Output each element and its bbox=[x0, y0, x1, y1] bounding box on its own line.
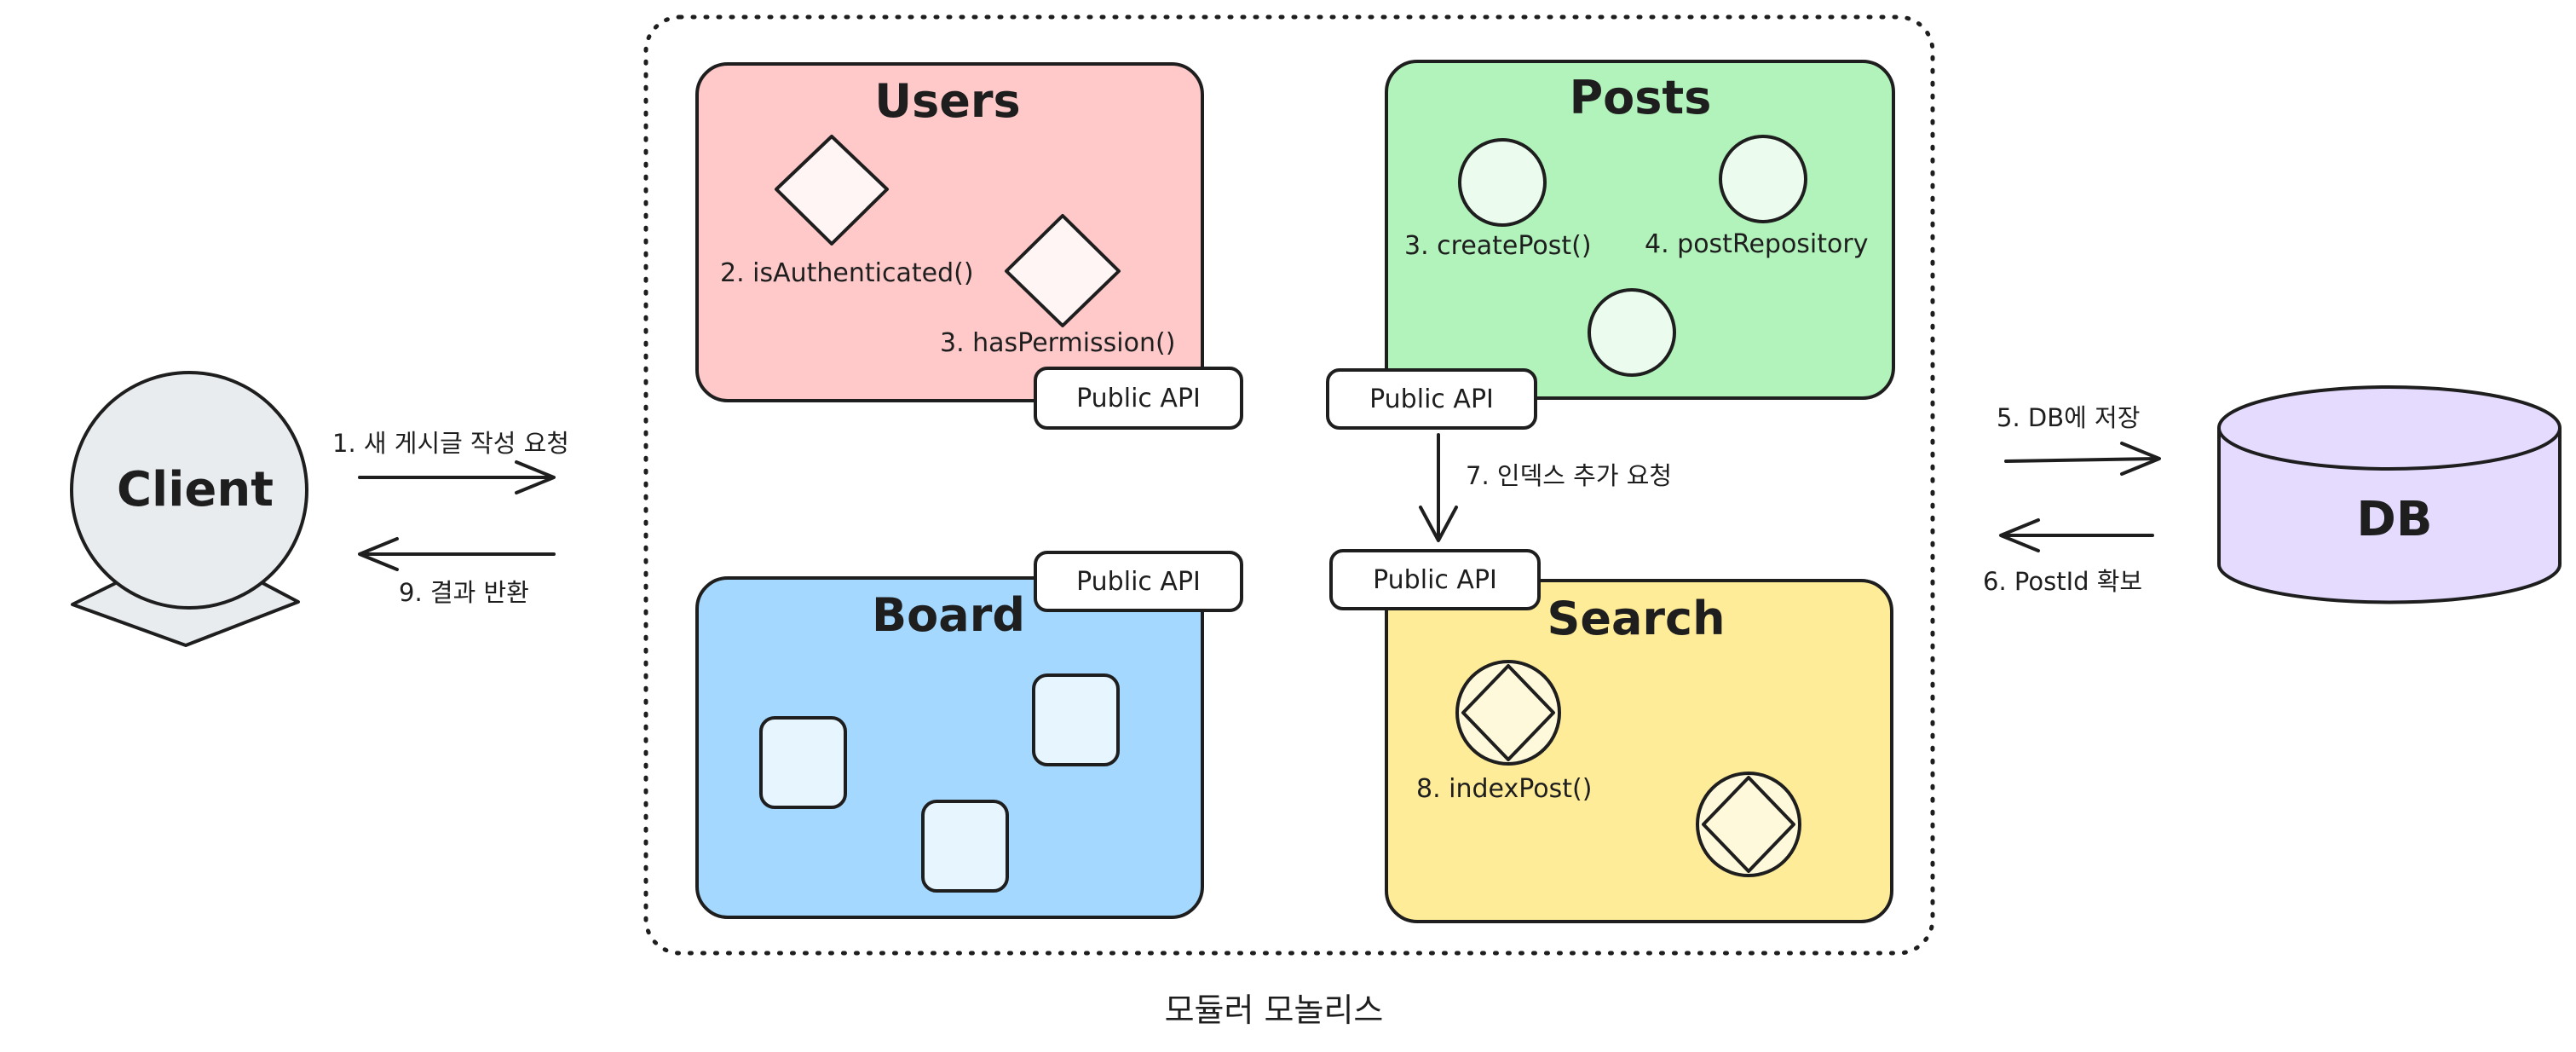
users-is-authenticated-label: 2. isAuthenticated() bbox=[720, 258, 974, 288]
posts-module: Posts 3. createPost() 4. postRepository bbox=[1385, 60, 1895, 400]
users-diamond-shape bbox=[775, 135, 889, 246]
request-message-label: 1. 새 게시글 작성 요청 bbox=[332, 429, 569, 458]
search-module: Search 8. indexPost() bbox=[1385, 579, 1893, 923]
users-diamond-shape bbox=[1005, 214, 1121, 327]
save-message-label: 5. DB에 저장 bbox=[1997, 403, 2140, 432]
users-has-permission-label: 3. hasPermission() bbox=[940, 328, 1175, 358]
search-module-title: Search bbox=[1547, 592, 1725, 645]
postid-arrow bbox=[1999, 518, 2154, 552]
board-module-title: Board bbox=[872, 588, 1025, 642]
db-label: DB bbox=[2356, 492, 2432, 547]
board-module: Board bbox=[695, 576, 1204, 919]
db-cylinder-top bbox=[2217, 385, 2562, 471]
db-node: DB bbox=[2217, 385, 2562, 604]
posts-component-circle bbox=[1588, 288, 1676, 377]
posts-create-post-label: 3. createPost() bbox=[1404, 231, 1592, 261]
board-component-square bbox=[1032, 673, 1120, 766]
save-arrow bbox=[2004, 442, 2161, 476]
diagram-caption: 모듈러 모놀리스 bbox=[1165, 991, 1384, 1029]
client-label: Client bbox=[117, 462, 274, 517]
client-node: Client bbox=[70, 371, 308, 647]
search-public-api-badge: Public API bbox=[1329, 549, 1541, 610]
response-message-label: 9. 결과 반환 bbox=[399, 578, 529, 607]
posts-component-circle bbox=[1458, 138, 1547, 227]
posts-component-circle bbox=[1719, 135, 1807, 223]
index-request-label: 7. 인덱스 추가 요청 bbox=[1466, 461, 1672, 490]
response-arrow bbox=[358, 537, 556, 571]
monolith-boundary bbox=[643, 14, 1935, 956]
index-request-arrow bbox=[1419, 433, 1458, 542]
posts-module-title: Posts bbox=[1570, 71, 1712, 124]
posts-public-api-badge: Public API bbox=[1326, 368, 1537, 430]
board-public-api-label: Public API bbox=[1076, 567, 1201, 597]
board-module-box bbox=[695, 576, 1204, 919]
users-module: Users 2. isAuthenticated() 3. hasPermiss… bbox=[695, 62, 1204, 402]
db-cylinder-body bbox=[2217, 426, 2562, 604]
posts-public-api-label: Public API bbox=[1369, 384, 1494, 414]
posts-post-repository-label: 4. postRepository bbox=[1645, 229, 1868, 259]
board-component-square bbox=[921, 800, 1009, 893]
board-public-api-badge: Public API bbox=[1034, 551, 1243, 612]
users-public-api-label: Public API bbox=[1076, 384, 1201, 413]
users-public-api-badge: Public API bbox=[1034, 367, 1243, 430]
search-component-diamond bbox=[1702, 776, 1795, 873]
client-circle bbox=[70, 371, 308, 610]
request-arrow bbox=[358, 460, 556, 494]
search-component-diamond bbox=[1461, 664, 1555, 761]
postid-message-label: 6. PostId 확보 bbox=[1983, 567, 2142, 596]
users-module-title: Users bbox=[874, 74, 1020, 128]
search-public-api-label: Public API bbox=[1373, 565, 1497, 595]
board-component-square bbox=[759, 716, 847, 809]
search-index-post-label: 8. indexPost() bbox=[1416, 774, 1592, 804]
